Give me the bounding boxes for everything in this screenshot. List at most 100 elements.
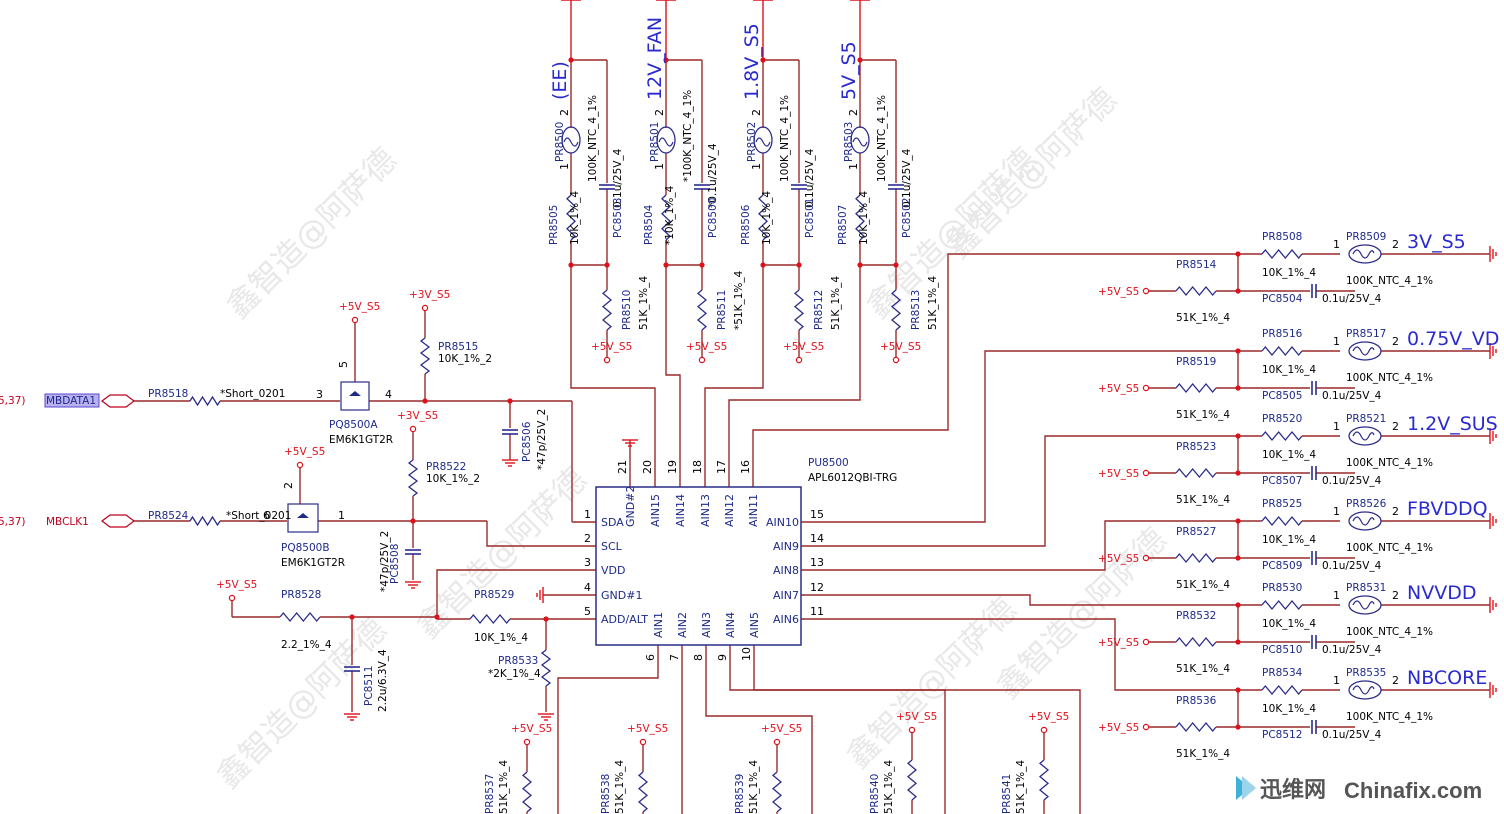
cap-ref: PC8505 bbox=[1262, 390, 1302, 402]
power-flag-icon bbox=[908, 726, 916, 734]
junction-dot bbox=[1235, 518, 1241, 524]
supply-label: +5V_S5 bbox=[1098, 722, 1139, 734]
cap-value: *47p/25V_2 bbox=[536, 409, 548, 470]
res-value: 10K_1%_4 bbox=[1262, 267, 1316, 279]
res-ref: PR8534 bbox=[1262, 667, 1303, 679]
cap-value: 0.1u/25V_4 bbox=[804, 148, 816, 208]
power-flag-icon bbox=[698, 356, 706, 364]
junction-dot bbox=[410, 518, 416, 524]
ic-pin-name: AIN8 bbox=[773, 564, 799, 577]
thermistor-icon bbox=[656, 126, 676, 154]
watermark-text: 鑫智造@阿萨德 bbox=[219, 140, 404, 325]
ic-pin-name: GND#1 bbox=[601, 589, 642, 602]
wire bbox=[705, 668, 813, 814]
res-value: 10K_1%_4 bbox=[1262, 703, 1316, 715]
pin-number: 1 bbox=[338, 509, 345, 522]
cap-ref: PC8507 bbox=[1262, 475, 1302, 487]
ic-pin-name: ADD/ALT bbox=[601, 613, 648, 626]
junction-dot bbox=[663, 262, 669, 268]
ic-pin-name: AIN10 bbox=[766, 516, 799, 529]
supply-label: +3V_S5 bbox=[397, 410, 438, 422]
net-flag-highlight bbox=[44, 393, 100, 408]
pin-number: 2 bbox=[558, 109, 571, 116]
thermistor-icon bbox=[1348, 680, 1382, 700]
junction-dot bbox=[604, 262, 610, 268]
wire bbox=[557, 668, 659, 814]
resistor-icon bbox=[419, 337, 431, 375]
ntc-ref: PR8535 bbox=[1346, 667, 1386, 679]
resistor-icon bbox=[696, 289, 708, 331]
supply-label: +5V_S5 bbox=[1098, 383, 1139, 395]
thermistor-icon bbox=[850, 126, 870, 154]
res-ref: PR8528 bbox=[281, 589, 321, 601]
supply-label: +5V_S5 bbox=[1028, 711, 1069, 723]
junction-dot bbox=[760, 262, 766, 268]
ntc-value: 100K_NTC_4_1% bbox=[1346, 372, 1433, 384]
wire bbox=[436, 569, 572, 617]
wire bbox=[704, 265, 764, 463]
res-ref: PR8524 bbox=[148, 510, 189, 522]
thermistor-icon bbox=[1352, 685, 1375, 695]
junction-dot bbox=[349, 614, 355, 620]
cap-ref: PC8500 bbox=[707, 198, 719, 238]
offpage-connector-icon bbox=[101, 394, 135, 408]
ntc-value: 100K_NTC_4_1% bbox=[1346, 275, 1433, 287]
cap-value: *0.1u/25V_4 bbox=[707, 143, 719, 208]
res-value: 10K_1%_2 bbox=[426, 473, 480, 485]
rail-label: NBCORE bbox=[1407, 667, 1487, 689]
ntc-ref: PR8531 bbox=[1346, 582, 1386, 594]
pullup-ref: PR8536 bbox=[1176, 695, 1217, 707]
cap-value: 0.1u/25V_4 bbox=[612, 148, 624, 208]
supply-label: +5V_S5 bbox=[284, 446, 325, 458]
cap-ref: PC8512 bbox=[1262, 729, 1302, 741]
ntc-ref: PR8500 bbox=[554, 122, 566, 162]
rail-label: 0.75V_VD bbox=[1407, 328, 1499, 350]
ntc-value: 100K_NTC_4_1% bbox=[876, 95, 888, 182]
res-ref: PR8506 bbox=[740, 204, 752, 245]
resistor-icon bbox=[1175, 382, 1217, 394]
ntc-value: *100K_NTC_4_1% bbox=[682, 90, 694, 182]
cap-value: 0.1u/25V_4 bbox=[901, 148, 913, 208]
resistor-icon bbox=[469, 613, 511, 625]
pullup-value: 51K_1%_4 bbox=[638, 276, 650, 330]
junction-dot bbox=[568, 262, 574, 268]
res-value: 10K_1%_4 bbox=[1262, 449, 1316, 461]
ic-pin-number: 8 bbox=[692, 654, 705, 661]
thermistor-icon bbox=[1348, 426, 1382, 446]
ic-pin-name: AIN5 bbox=[748, 612, 761, 638]
pullup-value: 51K_1%_4 bbox=[1176, 748, 1230, 760]
resistor-icon bbox=[1261, 515, 1303, 527]
res-value: *Short_0201 bbox=[226, 510, 291, 522]
cap-value: 2.2u/6.3V_4 bbox=[377, 649, 389, 712]
ic-pin-name: AIN4 bbox=[724, 612, 737, 638]
pin-number: 1 bbox=[847, 163, 860, 170]
junction-dot bbox=[699, 262, 705, 268]
wire bbox=[826, 520, 1238, 571]
res-ref: PR8518 bbox=[148, 388, 188, 400]
supply-label: +5V_S5 bbox=[1098, 553, 1139, 565]
supply-label: +5V_S5 bbox=[783, 341, 824, 353]
res-ref: PR8538 bbox=[600, 774, 612, 814]
thermistor-icon bbox=[1352, 346, 1375, 356]
offpage-connector-icon bbox=[101, 514, 135, 528]
supply-label: +3V_S5 bbox=[409, 289, 450, 301]
resistor-icon bbox=[1175, 636, 1217, 648]
power-flag-icon bbox=[1142, 287, 1150, 295]
res-ref: PR8505 bbox=[548, 205, 560, 245]
power-flag-icon bbox=[603, 356, 611, 364]
junction-dot bbox=[663, 57, 669, 63]
brand-arrow-icon bbox=[1242, 776, 1256, 800]
resistor-icon bbox=[855, 194, 865, 241]
ntc-value: 100K_NTC_4_1% bbox=[779, 95, 791, 182]
thermistor-icon bbox=[1352, 516, 1375, 526]
wire bbox=[826, 435, 1238, 547]
wire bbox=[570, 265, 656, 463]
junction-dot bbox=[1235, 470, 1241, 476]
ntc-value: 100K_NTC_4_1% bbox=[1346, 457, 1433, 469]
junction-dot bbox=[1235, 602, 1241, 608]
res-value: 51K_1%_4 bbox=[498, 760, 510, 814]
brand-cn: 迅维网 bbox=[1260, 777, 1326, 802]
ntc-value: 100K_NTC_4_1% bbox=[1346, 542, 1433, 554]
ic-pin-number: 16 bbox=[739, 460, 752, 474]
ic-pin-name: AIN3 bbox=[700, 612, 713, 638]
